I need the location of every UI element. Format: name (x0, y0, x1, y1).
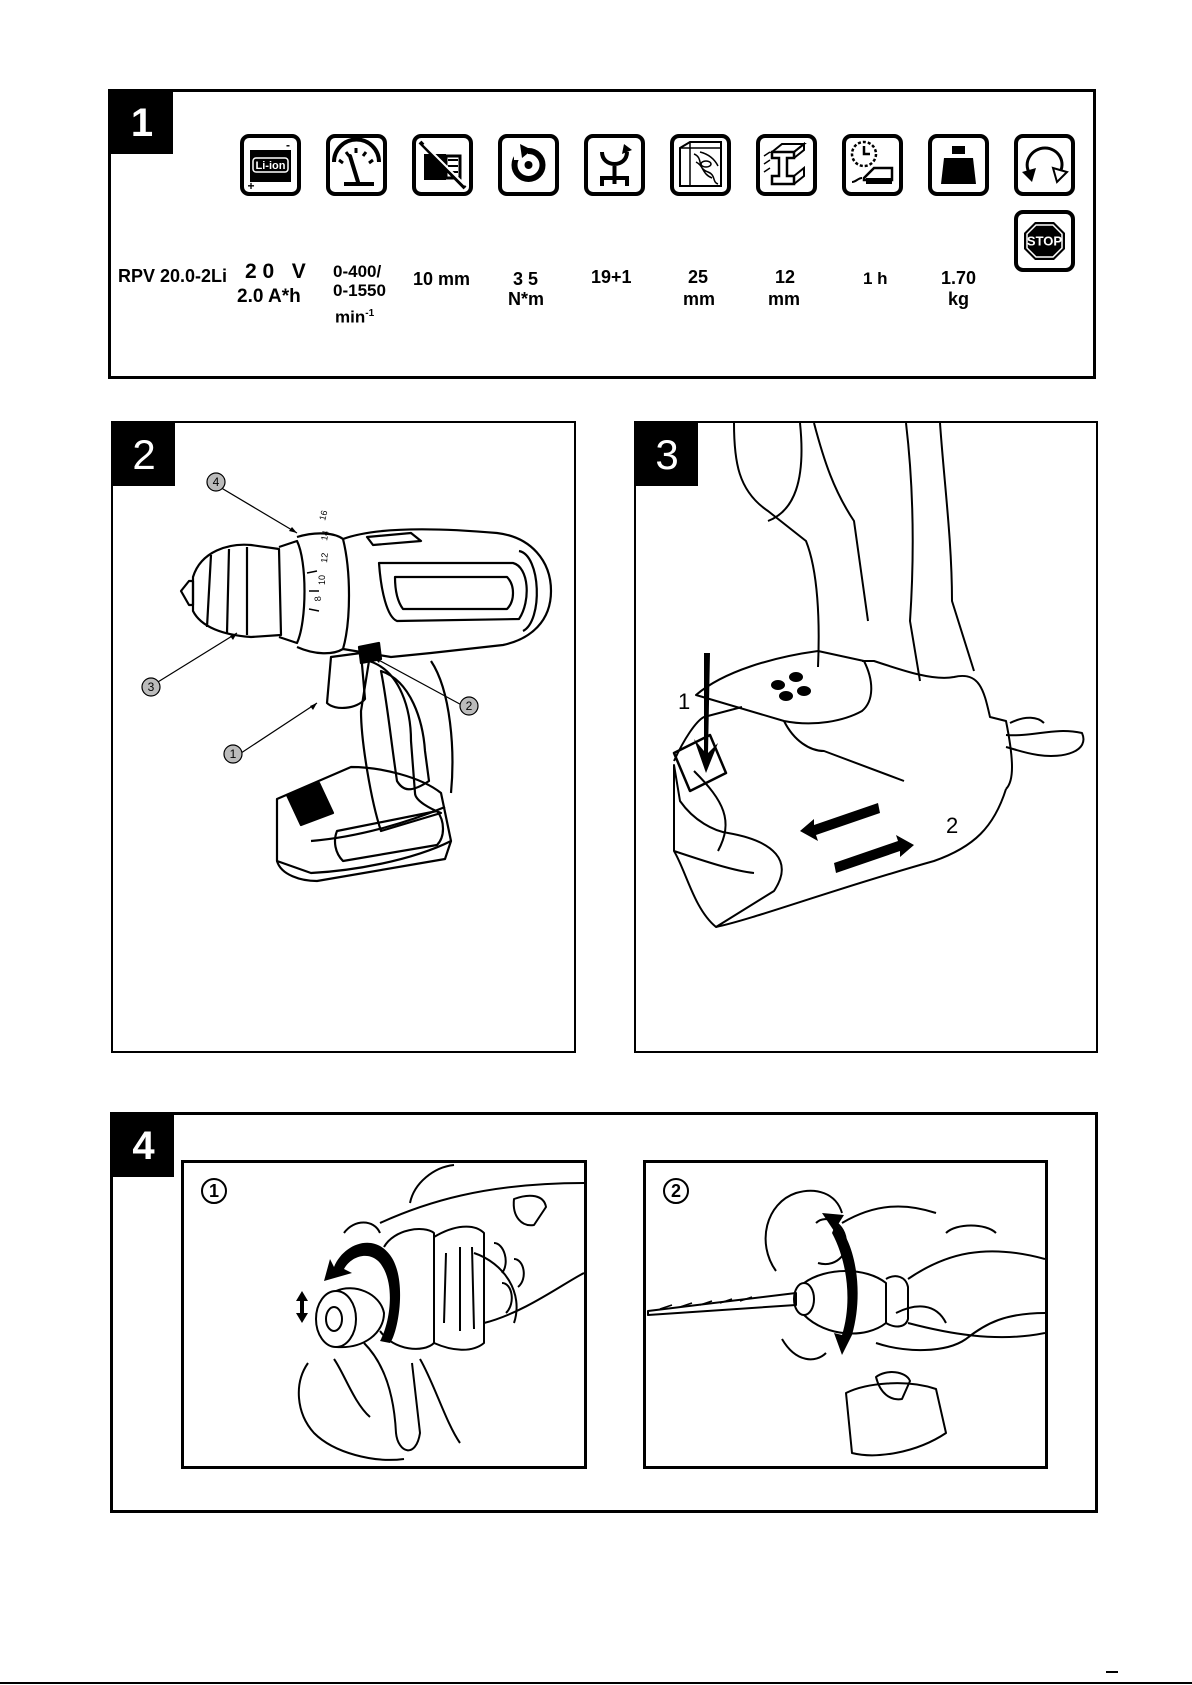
panel-number: 4 (113, 1115, 174, 1177)
chuck-capacity: 10 mm (413, 269, 470, 289)
speed-unit: min-1 (335, 304, 374, 328)
wood-capacity-unit: mm (683, 289, 715, 309)
footer-rule (0, 1682, 1192, 1684)
step-1-frame: 1 (181, 1160, 587, 1469)
speed-range-low: 0-400/ (333, 262, 381, 282)
weight-value: 1.70 (941, 268, 976, 288)
weight-icon (928, 134, 989, 196)
wood-drilling-icon (670, 134, 731, 196)
speedometer-icon (326, 134, 387, 196)
callout-2: 2 (946, 813, 958, 838)
speed-range-high: 0-1550 (333, 281, 386, 301)
callout-3: 3 (148, 680, 155, 694)
dial-mark-12: 12 (319, 552, 330, 563)
dial-mark-14: 14 (319, 530, 331, 542)
battery-li-ion-icon: Li-ion - + (240, 134, 301, 196)
reverse-rotation-icon (1014, 134, 1075, 196)
wood-capacity-value: 25 (688, 267, 708, 287)
dial-mark-8: 8 (313, 596, 323, 602)
steel-drilling-icon (756, 134, 817, 196)
no-hammer-drill-icon (412, 134, 473, 196)
dial-mark-10: 10 (317, 575, 327, 585)
panel-number: 1 (111, 92, 173, 154)
steel-capacity-unit: mm (768, 289, 800, 309)
speed-unit-text: min (335, 308, 365, 327)
voltage-value: 2 0 V (245, 262, 306, 282)
step-2-frame: 2 (643, 1160, 1048, 1469)
stop-label: STOP (1027, 234, 1062, 249)
torque-settings-value: 19+1 (591, 267, 632, 287)
drill-illustration: 16 14 12 10 8 4 3 2 1 (111, 421, 576, 1053)
charging-time-icon (842, 134, 903, 196)
torque-value: 3 5 (513, 269, 538, 289)
chuck-loosen-illustration (184, 1163, 584, 1466)
steel-capacity-value: 12 (775, 267, 795, 287)
battery-removal-illustration: 1 2 (634, 421, 1098, 1053)
torque-unit: N*m (508, 289, 544, 309)
callout-2: 2 (466, 699, 473, 713)
stop-icon: STOP (1014, 210, 1075, 272)
weight-unit: kg (948, 289, 969, 309)
page-mark (1106, 1671, 1118, 1673)
battery-minus: - (286, 138, 290, 152)
callout-4: 4 (213, 475, 220, 489)
speed-unit-exponent: -1 (365, 308, 374, 319)
bit-insert-illustration (646, 1163, 1045, 1466)
callout-1: 1 (230, 747, 237, 761)
rotation-torque-icon (498, 134, 559, 196)
capacity-value: 2.0 A*h (237, 287, 301, 307)
torque-settings-icon (584, 134, 645, 196)
spec-panel: 1 (108, 89, 1096, 379)
model-name: RPV 20.0-2Li (118, 266, 227, 286)
battery-label: Li-ion (256, 160, 286, 172)
battery-plus: + (247, 179, 254, 192)
charge-time-value: 1 h (863, 269, 888, 289)
dial-mark-16: 16 (317, 509, 329, 521)
callout-1: 1 (678, 689, 690, 714)
